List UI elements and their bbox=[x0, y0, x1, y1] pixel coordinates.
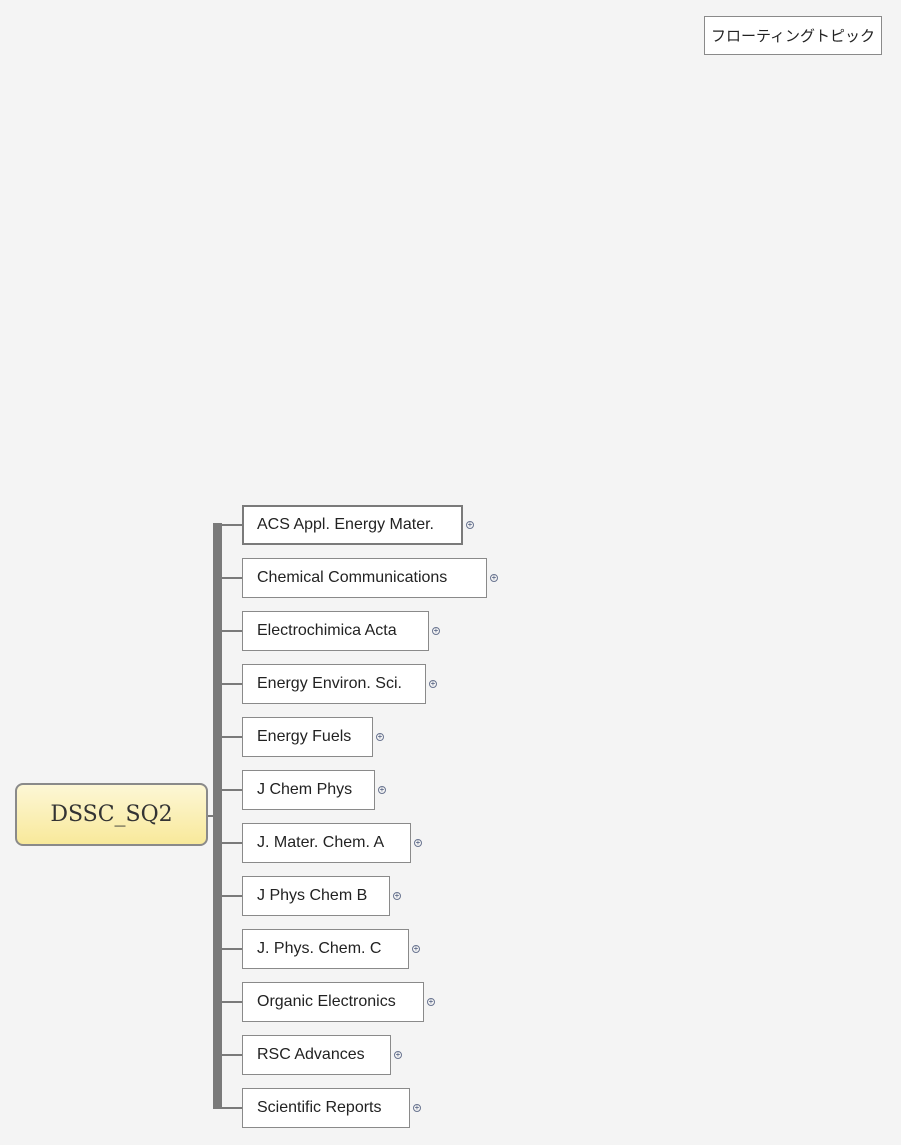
branch-connector bbox=[222, 736, 242, 738]
subtopic-label: J Phys Chem B bbox=[257, 887, 368, 904]
branch-connector bbox=[222, 683, 242, 685]
expand-plus-icon[interactable]: + bbox=[413, 1103, 421, 1112]
subtopic-node[interactable]: ACS Appl. Energy Mater. bbox=[242, 505, 463, 545]
subtopic-label: J. Phys. Chem. C bbox=[257, 940, 382, 957]
expand-plus-icon[interactable]: + bbox=[432, 626, 440, 635]
branch-connector bbox=[222, 1001, 242, 1003]
subtopic-label: J. Mater. Chem. A bbox=[257, 834, 385, 851]
subtopic-node[interactable]: J Chem Phys bbox=[242, 770, 375, 810]
subtopic-label: ACS Appl. Energy Mater. bbox=[257, 516, 434, 533]
branch-connector bbox=[222, 789, 242, 791]
subtopic-label: Organic Electronics bbox=[257, 993, 396, 1010]
root-connector bbox=[208, 815, 214, 817]
expand-plus-icon[interactable]: + bbox=[393, 891, 401, 900]
expand-plus-icon[interactable]: + bbox=[490, 573, 498, 582]
branch-connector bbox=[222, 1054, 242, 1056]
subtopic-node[interactable]: Energy Environ. Sci. bbox=[242, 664, 426, 704]
expand-plus-icon[interactable]: + bbox=[376, 732, 384, 741]
subtopic-node[interactable]: Chemical Communications bbox=[242, 558, 487, 598]
floating-topic[interactable]: フローティングトピック bbox=[704, 16, 882, 55]
subtopic-node[interactable]: J. Phys. Chem. C bbox=[242, 929, 409, 969]
branch-connector bbox=[222, 524, 242, 526]
expand-plus-icon[interactable]: + bbox=[466, 520, 474, 529]
expand-plus-icon[interactable]: + bbox=[427, 997, 435, 1006]
subtopic-label: Energy Fuels bbox=[257, 728, 352, 745]
branch-connector bbox=[222, 1107, 242, 1109]
expand-plus-icon[interactable]: + bbox=[378, 785, 386, 794]
branch-connector bbox=[222, 630, 242, 632]
central-topic[interactable]: DSSC_SQ2 bbox=[15, 783, 208, 846]
subtopic-node[interactable]: Organic Electronics bbox=[242, 982, 424, 1022]
subtopic-node[interactable]: Energy Fuels bbox=[242, 717, 373, 757]
subtopic-label: Energy Environ. Sci. bbox=[257, 675, 402, 692]
subtopic-node[interactable]: Electrochimica Acta bbox=[242, 611, 429, 651]
branch-connector bbox=[222, 842, 242, 844]
subtopic-label: Chemical Communications bbox=[257, 569, 448, 586]
subtopic-label: J Chem Phys bbox=[257, 781, 353, 798]
subtopic-node[interactable]: J. Mater. Chem. A bbox=[242, 823, 411, 863]
expand-plus-icon[interactable]: + bbox=[429, 679, 437, 688]
branch-connector bbox=[222, 948, 242, 950]
central-topic-label: DSSC_SQ2 bbox=[50, 802, 173, 827]
subtopic-label: RSC Advances bbox=[257, 1046, 365, 1063]
trunk-connector bbox=[213, 523, 222, 1109]
expand-plus-icon[interactable]: + bbox=[412, 944, 420, 953]
subtopic-node[interactable]: RSC Advances bbox=[242, 1035, 391, 1075]
expand-plus-icon[interactable]: + bbox=[414, 838, 422, 847]
expand-plus-icon[interactable]: + bbox=[394, 1050, 402, 1059]
branch-connector bbox=[222, 577, 242, 579]
subtopic-node[interactable]: J Phys Chem B bbox=[242, 876, 390, 916]
subtopic-label: Electrochimica Acta bbox=[257, 622, 397, 639]
subtopic-node[interactable]: Scientific Reports bbox=[242, 1088, 410, 1128]
floating-topic-label: フローティングトピック bbox=[710, 28, 876, 45]
subtopic-label: Scientific Reports bbox=[257, 1099, 382, 1116]
branch-connector bbox=[222, 895, 242, 897]
